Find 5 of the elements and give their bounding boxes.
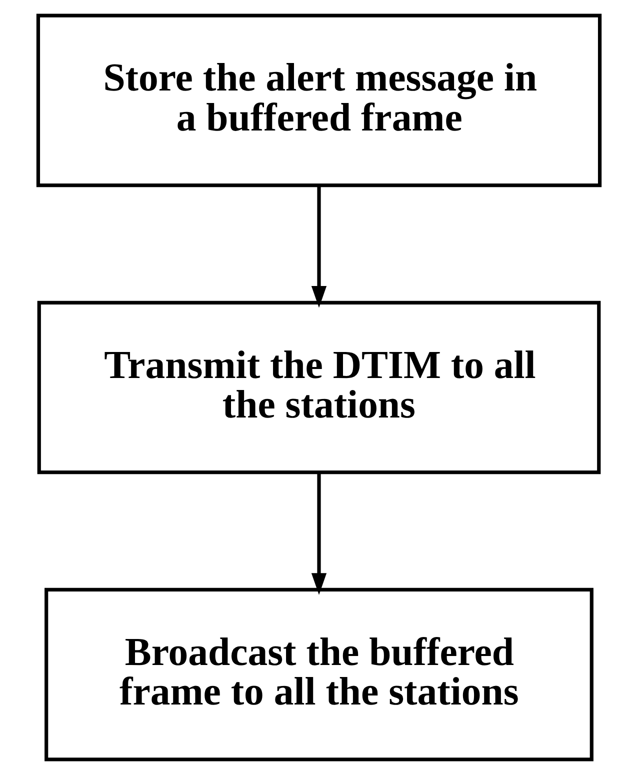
node-box: Store the alert message in a buffered frame bbox=[36, 14, 602, 188]
node-box: Transmit the DTIM to all the stations bbox=[37, 300, 601, 474]
node-box: Broadcast the buffered frame to all the stations bbox=[44, 588, 594, 762]
arrow bbox=[311, 186, 327, 308]
arrow bbox=[311, 472, 327, 595]
